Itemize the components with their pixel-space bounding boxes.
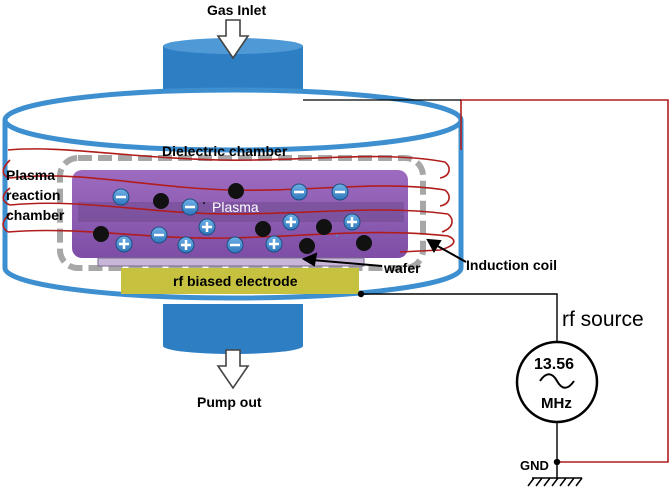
electron <box>203 202 205 204</box>
electron <box>299 238 315 254</box>
rf-source-label: rf source <box>562 308 644 331</box>
pump-out-label: Pump out <box>197 394 262 410</box>
rf-wiring <box>357 290 558 462</box>
rf-source <box>515 340 599 424</box>
positive-ion <box>343 213 361 231</box>
positive-ion <box>177 236 195 254</box>
gas-inlet-arrow-icon <box>216 19 250 60</box>
negative-ion <box>331 183 349 201</box>
plasma-reaction-chamber-label-1: Plasma <box>6 167 55 183</box>
induction-coil-label: Induction coil <box>466 257 557 273</box>
plasma-reaction-chamber-label-2: reaction <box>6 187 60 203</box>
positive-ion <box>115 235 133 253</box>
wafer-label: wafer <box>383 260 421 276</box>
negative-ion <box>290 183 308 201</box>
rf-biased-electrode-label: rf biased electrode <box>173 273 298 289</box>
negative-ion <box>336 235 338 237</box>
frequency-value-label: 13.56 <box>534 356 574 373</box>
dielectric-chamber-label: Dielectric chamber <box>162 143 288 159</box>
positive-ion <box>282 213 300 231</box>
pump-out-arrow-icon <box>216 349 250 390</box>
electron <box>153 193 169 209</box>
electron <box>255 221 271 237</box>
electron <box>93 226 109 242</box>
positive-ion <box>265 235 283 253</box>
positive-ion <box>198 218 216 236</box>
negative-ion <box>226 236 244 254</box>
negative-ions <box>112 183 349 254</box>
pointer-arrows <box>301 238 467 267</box>
gnd-label: GND <box>520 458 549 473</box>
negative-ion <box>112 188 130 206</box>
electron <box>356 235 372 251</box>
frequency-unit-label: MHz <box>541 395 572 412</box>
electron <box>316 219 332 235</box>
plasma-label: Plasma <box>212 199 259 215</box>
negative-ion <box>181 198 199 216</box>
negative-ion <box>150 226 168 244</box>
ground-symbol-icon <box>527 458 583 487</box>
wafer <box>97 257 365 267</box>
pump-out-port <box>163 304 303 354</box>
sine-wave-icon <box>539 373 575 389</box>
gas-inlet-label: Gas Inlet <box>207 2 266 18</box>
plasma-reaction-chamber-label-3: chamber <box>6 207 65 223</box>
positive-ions <box>115 213 361 254</box>
electron <box>228 183 244 199</box>
rf-biased-electrode <box>121 268 359 294</box>
electrons <box>93 183 372 254</box>
